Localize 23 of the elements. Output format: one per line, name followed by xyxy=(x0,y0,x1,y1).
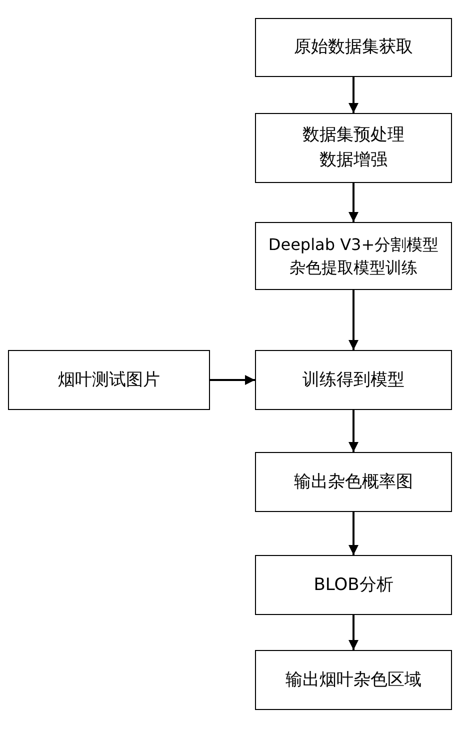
process-box xyxy=(255,350,452,410)
arrow xyxy=(348,290,358,350)
box-label: 训练得到模型 xyxy=(302,368,404,392)
arrow xyxy=(348,77,358,113)
process-box xyxy=(255,113,452,183)
process-box xyxy=(255,555,452,615)
process-box xyxy=(8,350,210,410)
arrow xyxy=(348,512,358,555)
box-label: 数据集预处理数据增强 xyxy=(302,124,406,172)
box-label: 原始数据集获取 xyxy=(294,36,413,60)
box-label: 输出杂色概率图 xyxy=(294,470,413,494)
process-box xyxy=(255,18,452,77)
process-box xyxy=(255,452,452,512)
arrow xyxy=(210,375,255,385)
process-box xyxy=(255,650,452,710)
arrow xyxy=(348,615,358,650)
arrow xyxy=(348,410,358,452)
box-label: Deeplab V3+分割模型杂色提取模型训练 xyxy=(267,234,440,279)
box-label: BLOB分析 xyxy=(314,574,394,597)
box-label: 输出烟叶杂色区域 xyxy=(286,668,422,692)
arrow xyxy=(348,183,358,222)
process-box xyxy=(255,222,452,290)
box-label: 烟叶测试图片 xyxy=(58,368,160,392)
